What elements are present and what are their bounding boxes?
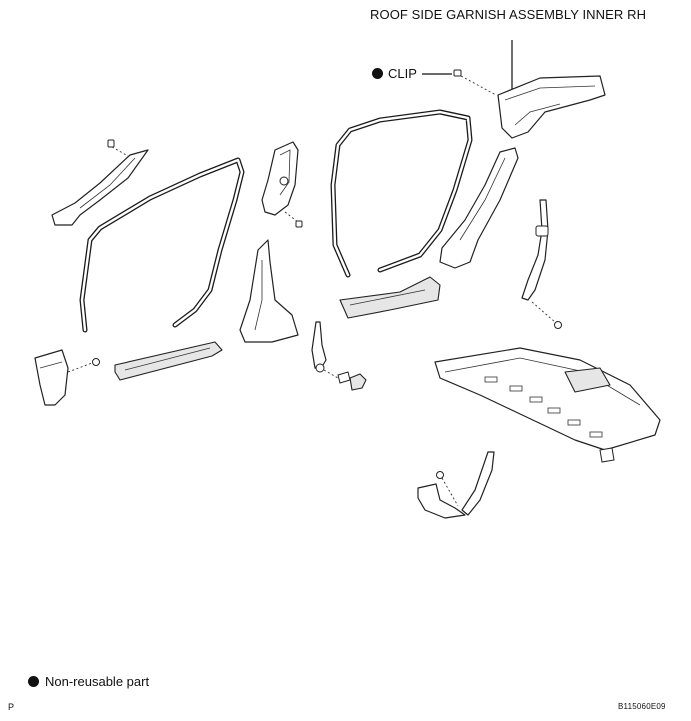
callout-title: ROOF SIDE GARNISH ASSEMBLY INNER RH xyxy=(370,7,647,22)
quarter-pillar-garnish xyxy=(439,147,519,269)
center-pillar-lower-garnish xyxy=(239,239,299,343)
roof-side-garnish-assembly xyxy=(497,75,606,139)
front-pillar-garnish xyxy=(51,139,149,226)
front-seatbelt-lower-anchor xyxy=(311,321,367,391)
legend-dot-icon xyxy=(28,676,39,687)
cowl-side-trim xyxy=(34,349,100,406)
clip-label-text: CLIP xyxy=(388,66,417,81)
package-tray-trim xyxy=(434,347,661,463)
legend: Non-reusable part xyxy=(28,675,149,688)
front-door-scuff-plate xyxy=(114,341,223,381)
non-reusable-dot-icon xyxy=(372,68,383,79)
figure-code: B115060E09 xyxy=(618,702,666,711)
clip-callout: CLIP xyxy=(372,67,417,80)
clip-fastener xyxy=(453,69,497,96)
page-letter: P xyxy=(8,702,15,712)
legend-text: Non-reusable part xyxy=(45,674,150,689)
center-pillar-upper-garnish xyxy=(261,141,303,228)
rear-seatbelt-assembly xyxy=(521,199,562,329)
rear-door-scuff-plate xyxy=(339,276,441,319)
rear-seatbelt-center xyxy=(417,451,495,519)
